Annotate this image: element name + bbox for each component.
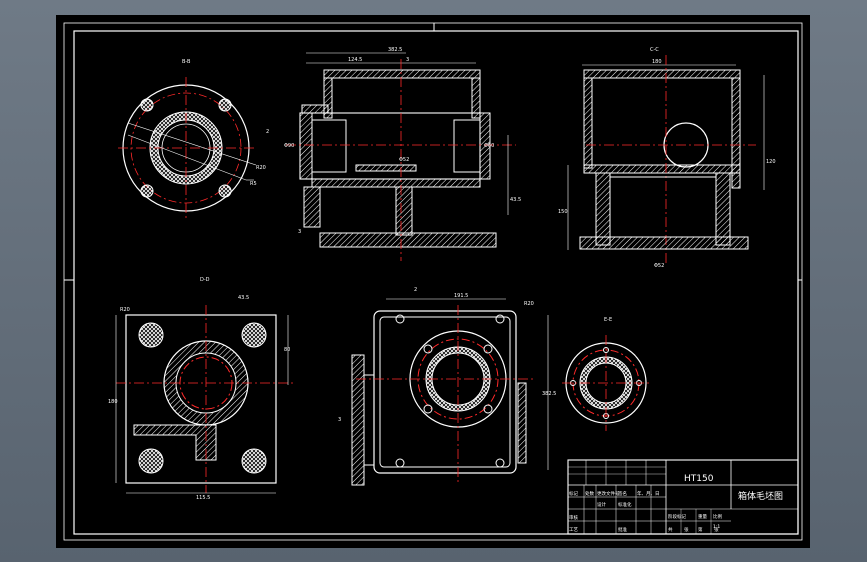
dim-bottom-mid-2: 2: [414, 287, 417, 293]
dim-bottom-mid-1: 191.5: [454, 293, 468, 299]
dim-right-1: 180: [652, 59, 662, 65]
dim-section-2: 124.5: [348, 57, 362, 63]
dim-right-4: Φ52: [654, 263, 664, 269]
tb-h4: 年、月、日: [637, 490, 660, 497]
tb-h6: 标准化: [618, 501, 632, 508]
dim-right-2: 150: [558, 209, 568, 215]
tb-b2: 第: [698, 526, 703, 533]
dim-bottom-left-2: 180: [108, 399, 118, 405]
inner-frame: [73, 30, 799, 535]
view-bottom-right: E-E: [562, 317, 650, 431]
dim-section-top: 382.5: [388, 47, 402, 53]
outer-frame: [63, 22, 803, 541]
dim-right-3: 120: [766, 159, 776, 165]
material-text: HT150: [684, 474, 714, 484]
drawing-name-text: 箱体毛坯图: [738, 490, 783, 502]
view-label-bb: B-B: [182, 59, 191, 65]
tb-b3: 张: [714, 526, 719, 533]
tb-h0: 标记: [569, 490, 578, 497]
dim-bottom-mid-3: 382.5: [542, 391, 556, 397]
view-label-cc: C-C: [650, 47, 659, 53]
tb-h3: 签名: [618, 490, 627, 497]
dim-bottom-left-4: R20: [120, 307, 130, 313]
tb-m0: 阶段标记: [668, 513, 686, 520]
tb-scale: 1:1: [713, 524, 720, 530]
dim-flange-a: R20: [256, 165, 266, 171]
view-bottom-left: D-D 115.5 180 80 R20 43.5: [108, 277, 296, 501]
dim-section-7: 3: [298, 229, 301, 235]
title-block: HT150 箱体毛坯图 标记 处数 更改文件号 签名 年、月、日 设计 标准化 …: [567, 459, 799, 535]
dim-section-4: Φ90: [284, 143, 294, 149]
view-section-top-middle: 382.5 124.5 3 Φ90 Φ60 Φ52 3 43.5: [284, 47, 521, 261]
view-label-ee: E-E: [604, 317, 612, 323]
dim-section-3: 3: [406, 57, 409, 63]
view-label-dd: D-D: [200, 277, 210, 283]
tb-m2: 比例: [713, 513, 722, 520]
tb-h2: 更改文件号: [597, 490, 620, 497]
tb-m1: 重量: [698, 513, 707, 520]
view-bottom-middle: 191.5 2 382.5 R20 3: [338, 287, 556, 486]
tb-h1: 处数: [585, 490, 594, 497]
dim-bottom-left-1: 115.5: [196, 495, 210, 501]
tb-l0: 审核: [569, 514, 578, 521]
tb-b0: 共: [668, 526, 673, 533]
dim-section-6: Φ52: [399, 157, 409, 163]
dim-section-8: 43.5: [510, 197, 521, 203]
view-right-top: C-C 180 150 120 Φ52: [558, 47, 776, 269]
drawing-viewport[interactable]: B-B R20 R5 2 382.5 124.5 3: [56, 15, 810, 548]
tb-approve: 批准: [618, 526, 627, 533]
dim-flange-b: R5: [250, 181, 257, 187]
dim-bottom-mid-4: R20: [524, 301, 534, 307]
tb-b1: 张: [684, 526, 689, 533]
dim-section-5: Φ60: [484, 143, 494, 149]
dim-flange-c: 2: [266, 129, 269, 135]
tb-l1: 工艺: [569, 527, 578, 533]
cad-drawing: B-B R20 R5 2 382.5 124.5 3: [63, 22, 803, 541]
dim-bottom-left-3: 80: [284, 347, 290, 353]
view-flange-top-left: B-B R20 R5 2: [118, 59, 269, 219]
tb-h5: 设计: [597, 501, 606, 508]
dim-bottom-mid-5: 3: [338, 417, 341, 423]
dim-bottom-left-5: 43.5: [238, 295, 249, 301]
